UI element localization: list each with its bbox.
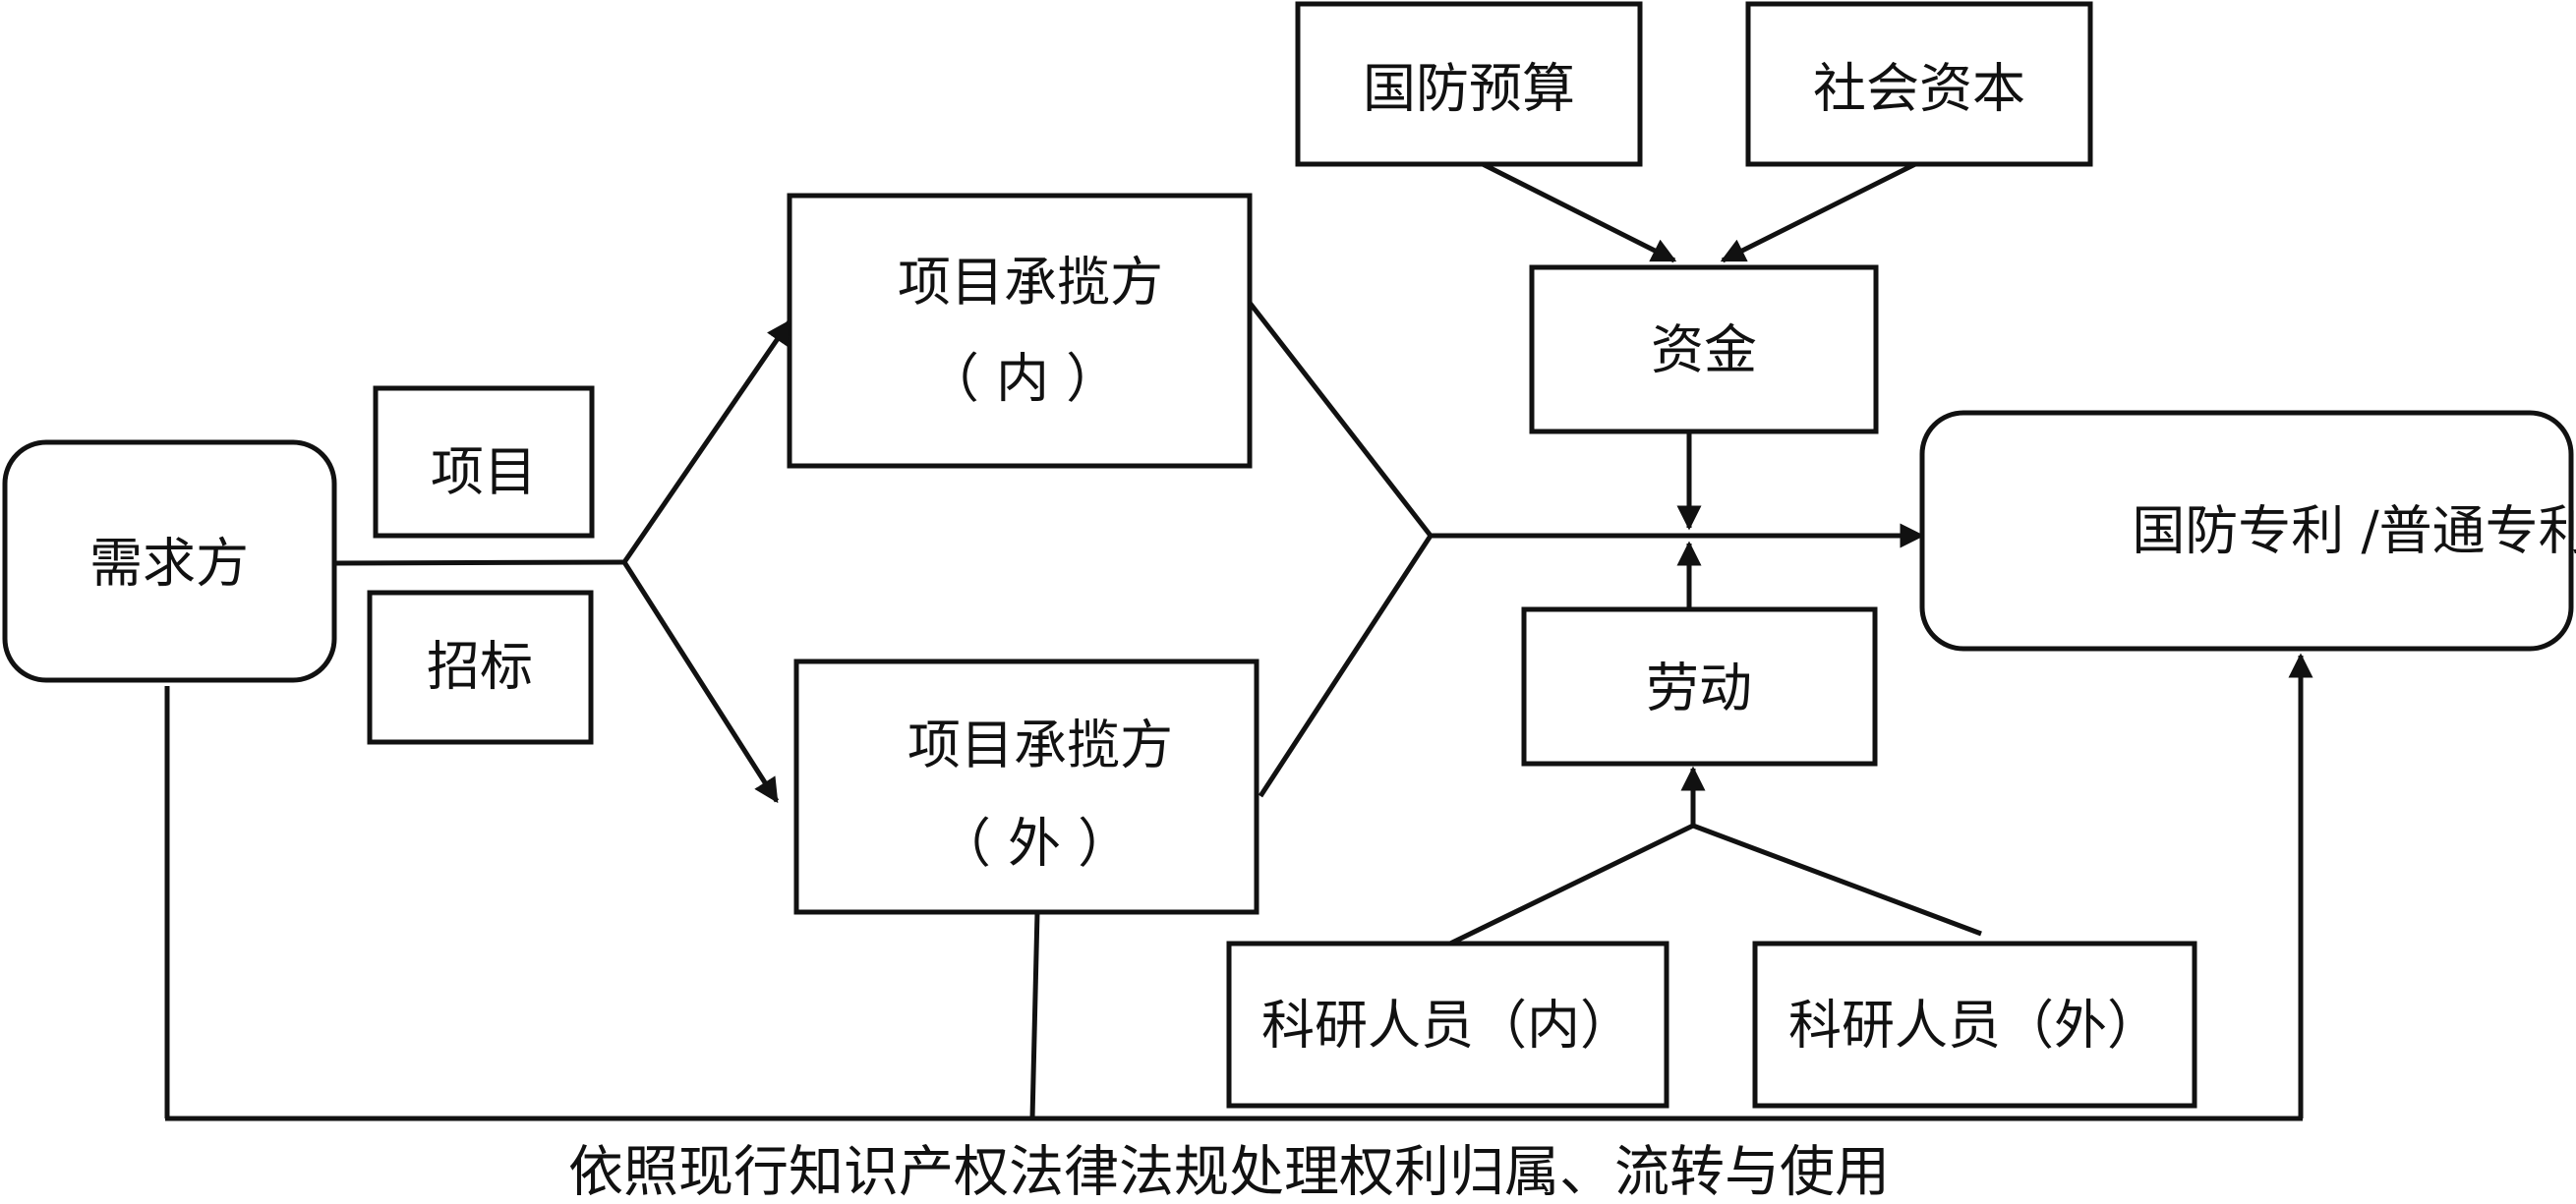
demand-node: 需求方	[2, 439, 337, 683]
patent-label: 国防专利 /普通专利	[2132, 500, 2576, 562]
project-node: 项目	[373, 385, 595, 539]
funds-label: 资金	[1651, 319, 1757, 381]
social-capital-label: 社会资本	[1813, 58, 2025, 120]
connector-outer-merge	[1258, 534, 1434, 798]
social-capital-node: 社会资本	[1745, 1, 2093, 167]
connector-researcher-inner-to-labor	[1448, 823, 1695, 946]
contractor-inner-node: 项目承揽方 （ 内 ）	[787, 193, 1253, 469]
contractor-outer-label-line1: 项目承揽方	[907, 715, 1173, 776]
contractor-outer-node: 项目承揽方 （ 外 ）	[793, 659, 1259, 915]
arrow-social-capital-to-funds	[1720, 161, 1917, 263]
researcher-inner-node: 科研人员（内）	[1226, 941, 1669, 1109]
contractor-inner-label-line2: （ 内 ）	[926, 348, 1119, 410]
arrow-to-contractor-inner	[621, 318, 792, 564]
connector-demand-junction	[333, 559, 625, 566]
project-label: 项目	[431, 441, 537, 503]
researcher-outer-label: 科研人员（外）	[1788, 995, 2160, 1057]
labor-label: 劳动	[1646, 658, 1752, 719]
labor-node: 劳动	[1521, 606, 1878, 767]
rights-handling-caption: 依照现行知识产权法律法规处理权利归属、流转与使用	[568, 1141, 1890, 1204]
defense-budget-node: 国防预算	[1295, 1, 1643, 167]
researcher-inner-label: 科研人员（内）	[1261, 995, 1633, 1057]
contractor-outer-label-line2: （ 外 ）	[938, 813, 1131, 875]
connector-researcher-outer-to-labor	[1692, 823, 1982, 937]
arrow-defense-budget-to-funds	[1481, 161, 1677, 263]
defense-budget-label: 国防预算	[1363, 58, 1575, 120]
funds-node: 资金	[1529, 264, 1879, 434]
connector-contractor-outer-down	[1029, 911, 1040, 1119]
demand-label: 需求方	[89, 533, 249, 595]
researcher-outer-node: 科研人员（外）	[1752, 941, 2197, 1109]
patent-node: 国防专利 /普通专利	[1919, 410, 2576, 652]
bidding-label: 招标	[427, 636, 533, 698]
connector-inner-merge	[1248, 301, 1433, 538]
contractor-inner-label-line1: 项目承揽方	[898, 252, 1163, 314]
arrow-to-contractor-outer	[621, 560, 780, 804]
bidding-node: 招标	[367, 590, 594, 745]
